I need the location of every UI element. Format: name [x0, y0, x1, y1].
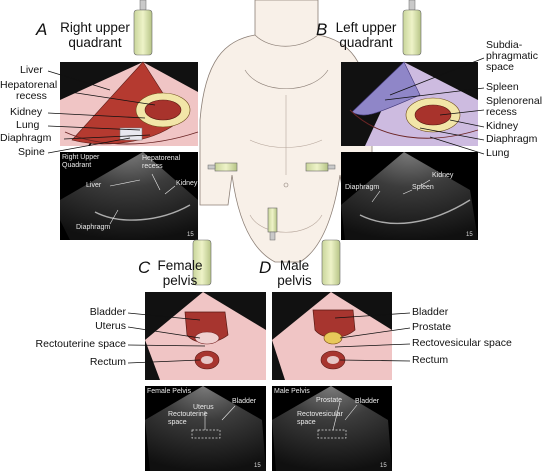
label-spleen: Spleen: [486, 81, 519, 93]
probe-torso-right: [207, 162, 238, 172]
panel-c-title-line1: Female: [157, 258, 203, 273]
us-c-corner: 15: [254, 463, 261, 469]
ultrasound-b: [341, 152, 478, 240]
panel-d-letter: D: [259, 258, 272, 277]
panel-a-letter: A: [36, 20, 48, 39]
label-recess: recess: [16, 90, 47, 102]
probe-torso-bottom: [267, 207, 278, 241]
probe-a: [133, 0, 153, 56]
ultrasound-d: [272, 386, 392, 471]
us-c-rectouterine-line2: space: [168, 419, 187, 426]
us-c-bladder: Bladder: [232, 398, 257, 405]
panel-d-title-line1: Male: [279, 258, 310, 273]
us-c-uterus: Uterus: [193, 404, 214, 411]
us-b-spleen: Spleen: [412, 184, 434, 191]
panel-b-title: Left upper quadrant: [333, 20, 399, 50]
panel-b-letter: B: [316, 20, 328, 39]
us-b-corner: 15: [466, 232, 473, 238]
label-space-b: space: [486, 61, 515, 73]
us-a-corner: 15: [187, 232, 194, 238]
label-lung-a: Lung: [16, 119, 40, 131]
us-c-rectouterine: Rectouterine space: [168, 411, 208, 427]
us-d-bladder: Bladder: [355, 398, 380, 405]
anatomy-panel-a: [60, 61, 199, 146]
label-kidney-b: Kidney: [486, 120, 519, 132]
us-a-hepatorenal: Hepatorenal recess: [142, 155, 180, 171]
anatomy-panel-c: [145, 292, 266, 380]
label-rectovesicular: Rectovesicular space: [412, 337, 512, 349]
anatomy-panel-d: [272, 292, 392, 380]
us-a-diaphragm: Diaphragm: [76, 224, 111, 231]
us-a-title-line2: Quadrant: [62, 162, 92, 169]
panel-a-title-line2: quadrant: [68, 35, 122, 50]
us-a-hepatorenal-line1: Hepatorenal: [142, 155, 181, 162]
us-c-title: Female Pelvis: [147, 388, 191, 395]
us-c-rectouterine-line1: Rectouterine: [168, 411, 208, 418]
panel-c-title-line2: pelvis: [162, 273, 198, 288]
us-b-diaphragm: Diaphragm: [345, 184, 380, 191]
us-d-corner: 15: [380, 463, 387, 469]
us-a-hepatorenal-line2: recess: [142, 163, 163, 170]
panel-d-title-line2: pelvis: [277, 273, 312, 288]
us-leader-lines: [109, 173, 431, 431]
panel-b-title-line1: Left upper: [335, 20, 397, 35]
ultrasound-c: [145, 386, 266, 471]
label-uterus: Uterus: [95, 320, 126, 332]
us-a-title: Right Upper Quadrant: [62, 154, 99, 170]
panel-a-title: Right upper quadrant: [60, 20, 130, 50]
label-diaphragm-a: Diaphragm: [0, 132, 52, 144]
label-hepatorenal: Hepatorenal: [0, 79, 58, 91]
probe-d: [321, 239, 341, 286]
label-prostate: Prostate: [412, 321, 452, 333]
label-subdia: Subdia-: [486, 39, 523, 51]
label-rectum-d: Rectum: [412, 354, 449, 366]
label-diaphragm-b: Diaphragm: [486, 133, 538, 145]
label-spine: Spine: [18, 146, 45, 158]
us-b-kidney: Kidney: [432, 172, 454, 179]
label-bladder-c: Bladder: [89, 306, 126, 318]
panel-d-title: Male pelvis: [272, 258, 317, 288]
label-phragmatic: phragmatic: [486, 50, 538, 62]
us-d-rectovesicular: Rectovesicular space: [297, 411, 343, 427]
us-d-rectovesicular-line2: space: [297, 419, 316, 426]
leader-lines: [47, 57, 485, 364]
us-d-rectovesicular-line1: Rectovesicular: [297, 411, 343, 418]
anatomy-panel-b: [341, 61, 479, 146]
label-liver: Liver: [20, 64, 43, 76]
label-recess-b: recess: [486, 106, 517, 118]
label-rectum-c: Rectum: [89, 356, 126, 368]
us-d-title: Male Pelvis: [274, 388, 310, 395]
panel-a-title-line1: Right upper: [60, 20, 130, 35]
label-splenorenal: Splenorenal: [486, 95, 543, 107]
panel-c-letter: C: [138, 258, 151, 277]
probe-torso-left: [305, 162, 336, 172]
panel-c-title: Female pelvis: [150, 258, 210, 288]
us-d-prostate: Prostate: [316, 397, 343, 404]
label-lung-b: Lung: [486, 147, 510, 159]
label-bladder-d: Bladder: [412, 306, 449, 318]
us-a-title-line1: Right Upper: [62, 154, 100, 161]
panel-b-title-line2: quadrant: [339, 35, 393, 50]
probe-b: [402, 0, 422, 56]
label-rectouterine: Rectouterine space: [35, 338, 126, 350]
probe-c: [192, 239, 212, 286]
us-a-kidney: Kidney: [176, 180, 198, 187]
label-kidney-a: Kidney: [10, 106, 43, 118]
us-a-liver: Liver: [86, 182, 102, 189]
ultrasound-a: [60, 152, 198, 240]
